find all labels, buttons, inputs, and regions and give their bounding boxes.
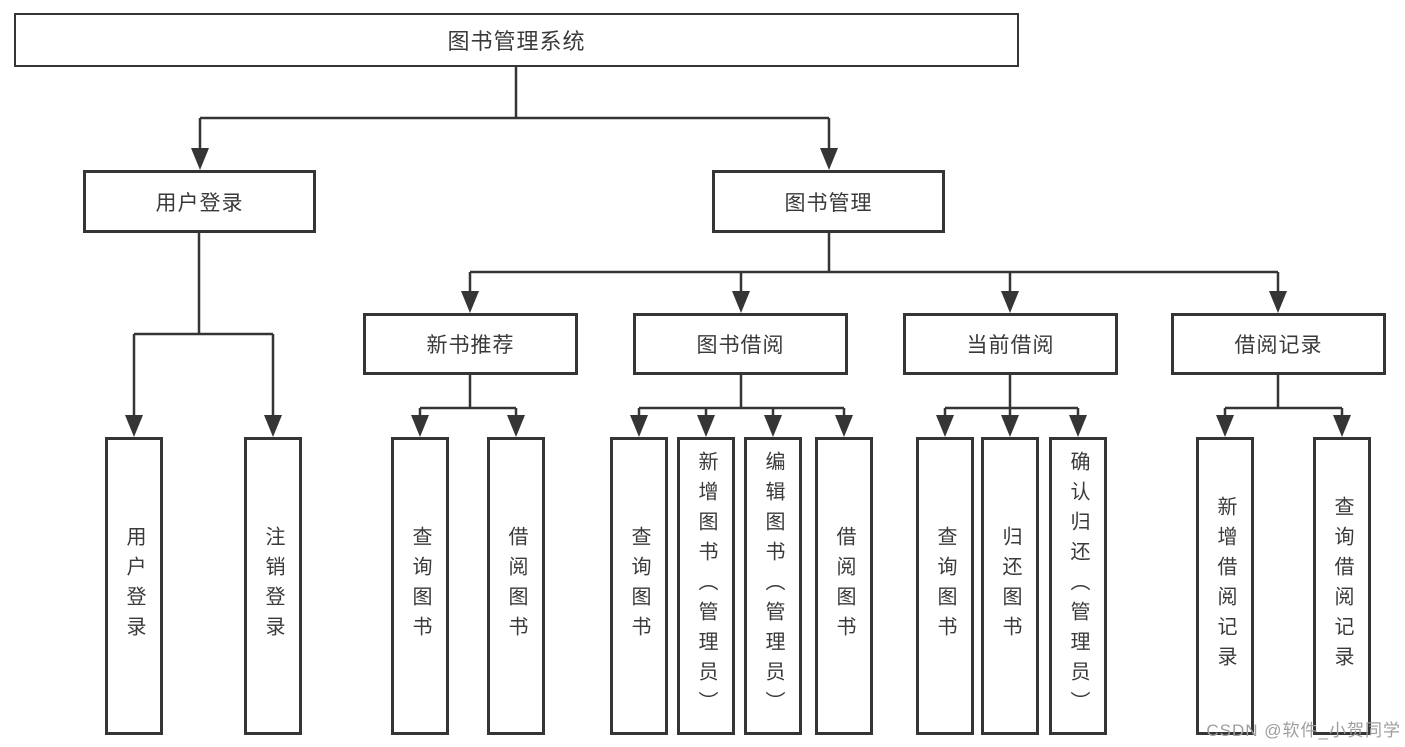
leaf-label: 查询图书 (934, 526, 956, 646)
connector-book-borrow-to-leaves (630, 375, 853, 437)
connector-line (418, 375, 518, 417)
arrowhead (125, 415, 143, 437)
connector-new-book-to-leaves (411, 375, 525, 437)
leaf-label: 归还图书 (999, 526, 1021, 646)
connector-line (132, 233, 275, 417)
arrowhead (764, 415, 782, 437)
leaf-newbook-query-books: 查询图书 (391, 437, 449, 735)
arrowhead (191, 148, 209, 170)
connector-borrow-record-to-leaves (1216, 375, 1351, 437)
arrowhead (1216, 415, 1234, 437)
leaf-label: 注销登录 (262, 526, 284, 646)
leaf-label: 查询借阅记录 (1331, 496, 1353, 676)
leaf-label: 新增图书（管理员） (695, 451, 717, 721)
arrowhead (936, 415, 954, 437)
arrowhead (461, 291, 479, 313)
connector-line (637, 375, 846, 417)
watermark: CSDN @软件_小贺同学 (1206, 721, 1401, 740)
arrowhead (1001, 291, 1019, 313)
leaf-borrow-edit-books-admin: 编辑图书（管理员） (744, 437, 802, 735)
node-current-borrow: 当前借阅 (903, 313, 1118, 375)
connector-line (1223, 375, 1344, 417)
leaf-current-return-books: 归还图书 (981, 437, 1039, 735)
arrowhead (820, 148, 838, 170)
leaf-current-confirm-return-admin: 确认归还（管理员） (1049, 437, 1107, 735)
arrowhead (1001, 415, 1019, 437)
node-root-label: 图书管理系统 (447, 29, 586, 54)
node-borrow-record: 借阅记录 (1171, 313, 1386, 375)
leaf-label: 确认归还（管理员） (1067, 451, 1089, 721)
node-label: 用户登录 (155, 191, 244, 215)
node-user-login: 用户登录 (83, 170, 316, 233)
leaf-user-login: 用户登录 (105, 437, 163, 735)
node-label: 图书管理 (784, 191, 873, 215)
leaf-label: 查询图书 (409, 526, 431, 646)
arrowhead (1069, 415, 1087, 437)
connector-line (198, 67, 831, 152)
leaf-label: 编辑图书（管理员） (762, 451, 784, 721)
node-book-management: 图书管理 (712, 170, 945, 233)
leaf-label: 查询图书 (628, 526, 650, 646)
leaf-label: 新增借阅记录 (1214, 496, 1236, 676)
node-label: 图书借阅 (696, 334, 785, 357)
connector-line (468, 233, 1280, 293)
leaf-borrow-query-books: 查询图书 (610, 437, 668, 735)
arrowhead (1333, 415, 1351, 437)
node-label: 新书推荐 (426, 334, 515, 357)
arrowhead (697, 415, 715, 437)
arrowhead (411, 415, 429, 437)
leaf-record-query: 查询借阅记录 (1313, 437, 1371, 735)
arrowhead (630, 415, 648, 437)
node-root: 图书管理系统 (14, 13, 1019, 67)
leaf-label: 用户登录 (123, 526, 145, 646)
node-book-borrow: 图书借阅 (633, 313, 848, 375)
arrowhead (835, 415, 853, 437)
connector-login-to-leaves (125, 233, 282, 437)
leaf-label: 借阅图书 (833, 526, 855, 646)
connector-management-to-level3 (461, 233, 1287, 313)
connector-root-to-level2 (191, 67, 838, 170)
node-new-book-recommend: 新书推荐 (363, 313, 578, 375)
arrowhead (1269, 291, 1287, 313)
arrowhead (732, 291, 750, 313)
leaf-record-add: 新增借阅记录 (1196, 437, 1254, 735)
node-label: 借阅记录 (1234, 334, 1323, 357)
leaf-label: 借阅图书 (505, 526, 527, 646)
connector-current-borrow-to-leaves (936, 375, 1087, 437)
leaf-newbook-borrow-books: 借阅图书 (487, 437, 545, 735)
leaf-current-query-books: 查询图书 (916, 437, 974, 735)
arrowhead (507, 415, 525, 437)
leaf-borrow-add-books-admin: 新增图书（管理员） (677, 437, 735, 735)
leaf-borrow-borrow-books: 借阅图书 (815, 437, 873, 735)
connector-line (943, 375, 1080, 417)
arrowhead (264, 415, 282, 437)
leaf-logout: 注销登录 (244, 437, 302, 735)
node-label: 当前借阅 (966, 334, 1055, 357)
